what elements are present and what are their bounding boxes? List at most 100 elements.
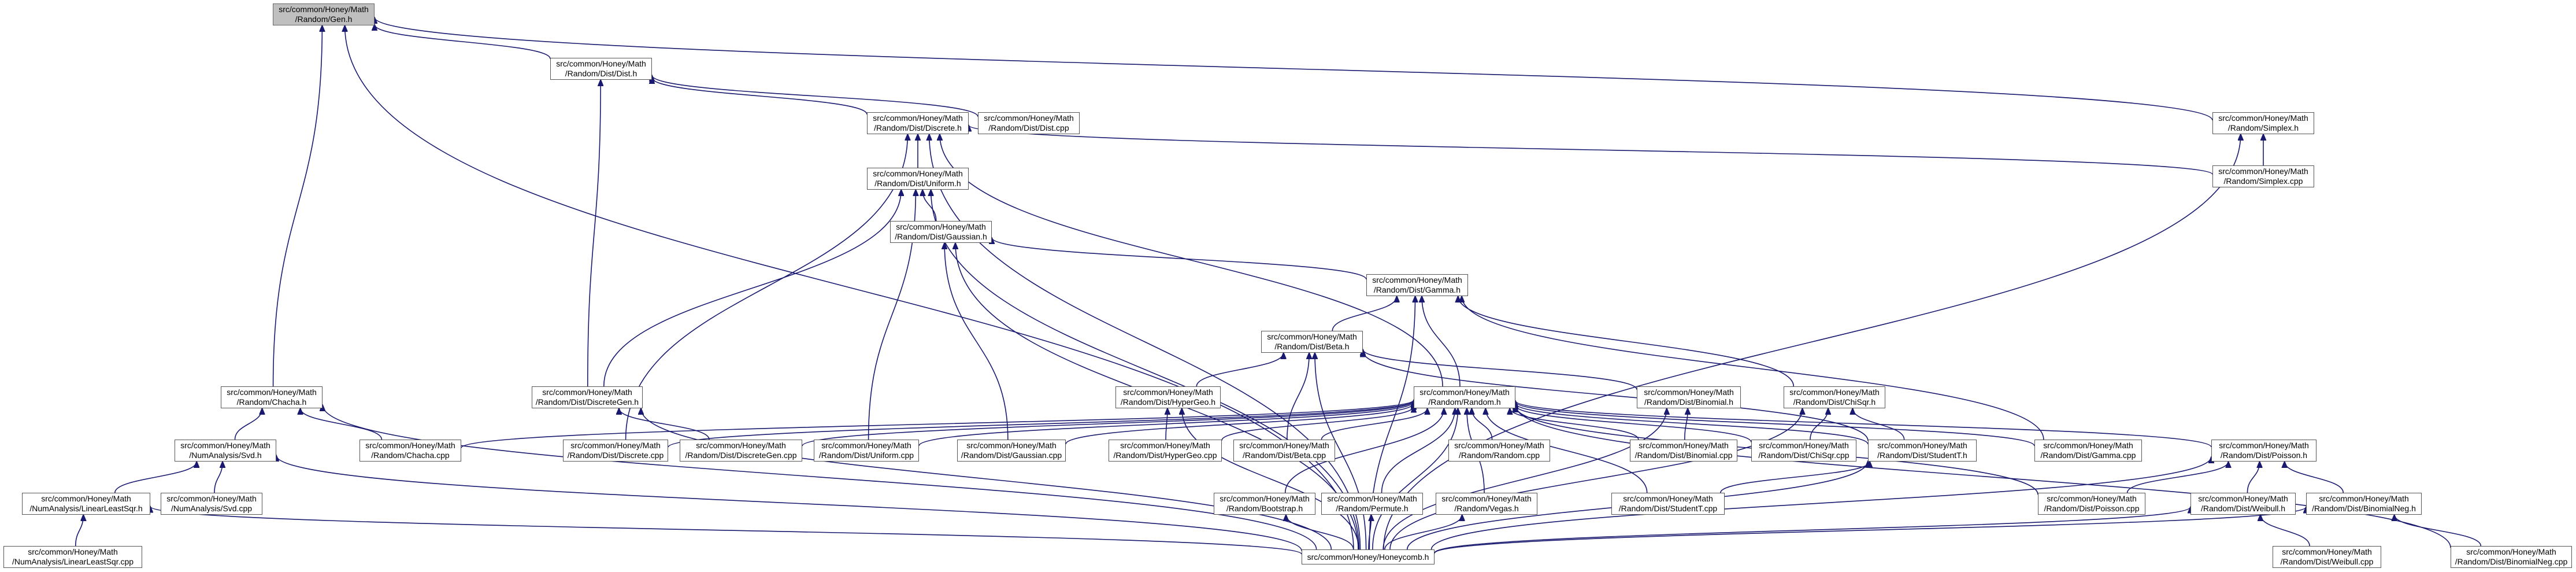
node-line2: /Random/Dist/Gaussian.h <box>895 232 987 241</box>
node-permute-h[interactable]: src/common/Honey/Math /Random/Permute.h <box>1321 493 1423 515</box>
edge-gamma_cpp-to-gamma_h <box>1462 296 2044 440</box>
node-line2: /Random/Dist/BinomialNeg.cpp <box>2455 557 2568 566</box>
edge-honeycomb_h-to-permute_h <box>1368 515 1372 550</box>
edge-discretegen_h-to-dist_h <box>587 80 601 387</box>
node-chacha-cpp[interactable]: src/common/Honey/Math /Random/Chacha.cpp <box>359 440 461 462</box>
node-line1: src/common/Honey/Math <box>2319 494 2409 503</box>
node-gamma-h[interactable]: src/common/Honey/Math /Random/Dist/Gamma… <box>1366 274 1468 296</box>
node-discrete-cpp[interactable]: src/common/Honey/Math /Random/Dist/Discr… <box>563 440 668 462</box>
node-chisqr-cpp[interactable]: src/common/Honey/Math /Random/Dist/ChiSq… <box>1751 440 1856 462</box>
node-discrete-h[interactable]: src/common/Honey/Math /Random/Dist/Discr… <box>867 112 969 134</box>
node-discretegen-cpp[interactable]: src/common/Honey/Math /Random/Dist/Discr… <box>680 440 802 462</box>
edge-binomial_cpp-to-random_h <box>1510 408 1639 440</box>
node-vegas-h[interactable]: src/common/Honey/Math /Random/Vegas.h <box>1436 493 1537 515</box>
node-simplex-h[interactable]: src/common/Honey/Math /Random/Simplex.h <box>2212 112 2314 134</box>
node-line1: src/common/Honey/Math <box>821 441 911 450</box>
edge-honeycomb_h-to-simplex_h <box>1383 134 2241 550</box>
edge-random_cpp-to-random_h <box>1472 408 1493 440</box>
node-line2: /Random/Dist/Discrete.h <box>874 123 962 132</box>
edge-discrete_cpp-to-random_h <box>668 401 1414 448</box>
node-line1: src/common/Honey/Math <box>1239 441 1329 450</box>
node-gamma-cpp[interactable]: src/common/Honey/Math /Random/Dist/Gamma… <box>2034 440 2142 462</box>
node-binomial-h[interactable]: src/common/Honey/Math /Random/Dist/Binom… <box>1637 386 1741 408</box>
node-line1: src/common/Honey/Math <box>166 494 257 503</box>
node-discretegen-h[interactable]: src/common/Honey/Math /Random/Dist/Discr… <box>532 386 643 408</box>
node-uniform-cpp[interactable]: src/common/Honey/Math /Random/Dist/Unifo… <box>814 440 919 462</box>
node-gaussian-cpp[interactable]: src/common/Honey/Math /Random/Dist/Gauss… <box>957 440 1066 462</box>
edge-honeycomb_h-to-chacha_h <box>323 405 1317 550</box>
edge-dist_cpp-to-dist_h <box>652 75 978 117</box>
node-line2: /Random/Dist/Gamma.cpp <box>2040 451 2136 460</box>
node-uniform-h[interactable]: src/common/Honey/Math /Random/Dist/Unifo… <box>867 168 969 190</box>
node-binomialneg-h[interactable]: src/common/Honey/Math /Random/Dist/Binom… <box>2306 493 2422 515</box>
node-hypergeo-cpp[interactable]: src/common/Honey/Math /Random/Dist/Hyper… <box>1109 440 1222 462</box>
edge-studentt_h-to-beta_h <box>1363 351 1869 441</box>
node-weibull-h[interactable]: src/common/Honey/Math /Random/Dist/Weibu… <box>2190 493 2296 515</box>
edge-simplex_cpp-to-discrete_h <box>969 125 2213 175</box>
edge-discrete_h-to-dist_h <box>652 78 868 115</box>
node-binomialneg-cpp[interactable]: src/common/Honey/Math /Random/Dist/Binom… <box>2451 546 2572 568</box>
node-line2: /Random/Dist/Uniform.cpp <box>818 451 914 460</box>
node-line2: /Random/Dist/StudentT.cpp <box>1618 504 1718 513</box>
node-line2: /Random/Dist/HyperGeo.h <box>1120 397 1216 407</box>
node-hypergeo-h[interactable]: src/common/Honey/Math /Random/Dist/Hyper… <box>1115 386 1221 408</box>
node-simplex-cpp[interactable]: src/common/Honey/Math /Random/Simplex.cp… <box>2212 165 2314 187</box>
node-line2: /NumAnalysis/LinearLeastSqr.h <box>29 504 143 513</box>
node-honeycomb-h[interactable]: src/common/Honey/Honeycomb.h <box>1302 549 1435 564</box>
edge-honeycomb_h-to-discrete_h <box>929 134 1361 550</box>
node-line1: src/common/Honey/Math <box>570 441 661 450</box>
node-line2: /Random/Dist/Poisson.h <box>2220 451 2308 460</box>
edge-linearleastsqr_cpp-to-linearleastsqr_h <box>75 515 84 547</box>
node-chisqr-h[interactable]: src/common/Honey/Math /Random/Dist/ChiSq… <box>1784 386 1885 408</box>
node-random-cpp[interactable]: src/common/Honey/Math /Random/Random.cpp <box>1448 440 1550 462</box>
node-poisson-cpp[interactable]: src/common/Honey/Math /Random/Dist/Poiss… <box>2038 493 2145 515</box>
node-line1: src/common/Honey/Math <box>1789 388 1880 397</box>
node-line1: src/common/Honey/Math <box>984 113 1074 123</box>
node-line2: /NumAnalysis/Svd.cpp <box>171 504 253 513</box>
node-line1: src/common/Honey/Math <box>2043 441 2133 450</box>
node-line1: src/common/Honey/Math <box>2218 113 2308 123</box>
node-line2: /Random/Simplex.h <box>2227 123 2299 132</box>
node-line1: src/common/Honey/Math <box>1441 494 1532 503</box>
edge-honeycomb_h-to-random_h <box>1372 408 1458 550</box>
edge-honeycomb_h-to-discretegen_h <box>641 408 1332 550</box>
node-binomial-cpp[interactable]: src/common/Honey/Math /Random/Dist/Binom… <box>1630 440 1737 462</box>
node-dist-cpp[interactable]: src/common/Honey/Math /Random/Dist/Dist.… <box>978 112 1080 134</box>
node-studentt-cpp[interactable]: src/common/Honey/Math /Random/Dist/Stude… <box>1611 493 1725 515</box>
edge-chisqr_cpp-to-chisqr_h <box>1810 408 1828 440</box>
node-linearleastsqr-h[interactable]: src/common/Honey/Math /NumAnalysis/Linea… <box>22 493 150 515</box>
edge-honeycomb_h-to-vegas_h <box>1384 515 1462 550</box>
node-line1: src/common/Honey/Math <box>1327 494 1417 503</box>
edge-hypergeo_cpp-to-random_h <box>1221 407 1414 441</box>
node-weibull-cpp[interactable]: src/common/Honey/Math /Random/Dist/Weibu… <box>2273 546 2381 568</box>
node-svd-cpp[interactable]: src/common/Honey/Math /NumAnalysis/Svd.c… <box>161 493 262 515</box>
edge-honeycomb_h-to-hypergeo_h <box>1182 408 1359 550</box>
node-line1: src/common/Honey/Math <box>873 169 963 178</box>
node-line1: src/common/Honey/Math <box>1120 441 1210 450</box>
node-line1: src/common/Honey/Math <box>227 388 317 397</box>
edge-honeycomb_h-to-binomialneg_h <box>1434 507 2306 554</box>
node-studentt-h[interactable]: src/common/Honey/Math /Random/Dist/Stude… <box>1868 440 1977 462</box>
edge-studentt_cpp-to-random_h <box>1485 408 1648 493</box>
edge-random_h-to-gamma_h <box>1422 296 1461 387</box>
node-bootstrap-h[interactable]: src/common/Honey/Math /Random/Bootstrap.… <box>1214 493 1315 515</box>
node-line1: src/common/Honey/Math <box>2219 441 2309 450</box>
node-poisson-h[interactable]: src/common/Honey/Math /Random/Dist/Poiss… <box>2211 440 2316 462</box>
node-svd-h[interactable]: src/common/Honey/Math /NumAnalysis/Svd.h <box>175 440 276 462</box>
node-line2: /Random/Dist/Beta.h <box>1274 342 1350 351</box>
node-random-h[interactable]: src/common/Honey/Math /Random/Random.h <box>1414 386 1515 408</box>
node-dist-h[interactable]: src/common/Honey/Math /Random/Dist/Dist.… <box>550 58 652 80</box>
node-line2: /Random/Dist/Discrete.cpp <box>567 451 664 460</box>
edge-gaussian_cpp-to-gaussian_h <box>944 243 1009 440</box>
node-linearleastsqr-cpp[interactable]: src/common/Honey/Math /NumAnalysis/Linea… <box>3 546 142 568</box>
node-line2: /Random/Chacha.cpp <box>371 451 450 460</box>
node-gen-h[interactable]: src/common/Honey/Math /Random/Gen.h <box>273 3 375 25</box>
node-line1: src/common/Honey/Math <box>1372 275 1462 285</box>
node-line2: /Random/Dist/ChiSqr.h <box>1793 397 1876 407</box>
node-beta-cpp[interactable]: src/common/Honey/Math /Random/Dist/Beta.… <box>1233 440 1335 462</box>
node-line1: src/common/Honey/Math <box>2218 167 2308 176</box>
edge-chacha_cpp-to-random_h <box>461 400 1414 449</box>
node-chacha-h[interactable]: src/common/Honey/Math /Random/Chacha.h <box>221 386 323 408</box>
node-beta-h[interactable]: src/common/Honey/Math /Random/Dist/Beta.… <box>1261 331 1363 353</box>
node-gaussian-h[interactable]: src/common/Honey/Math /Random/Dist/Gauss… <box>890 221 992 243</box>
